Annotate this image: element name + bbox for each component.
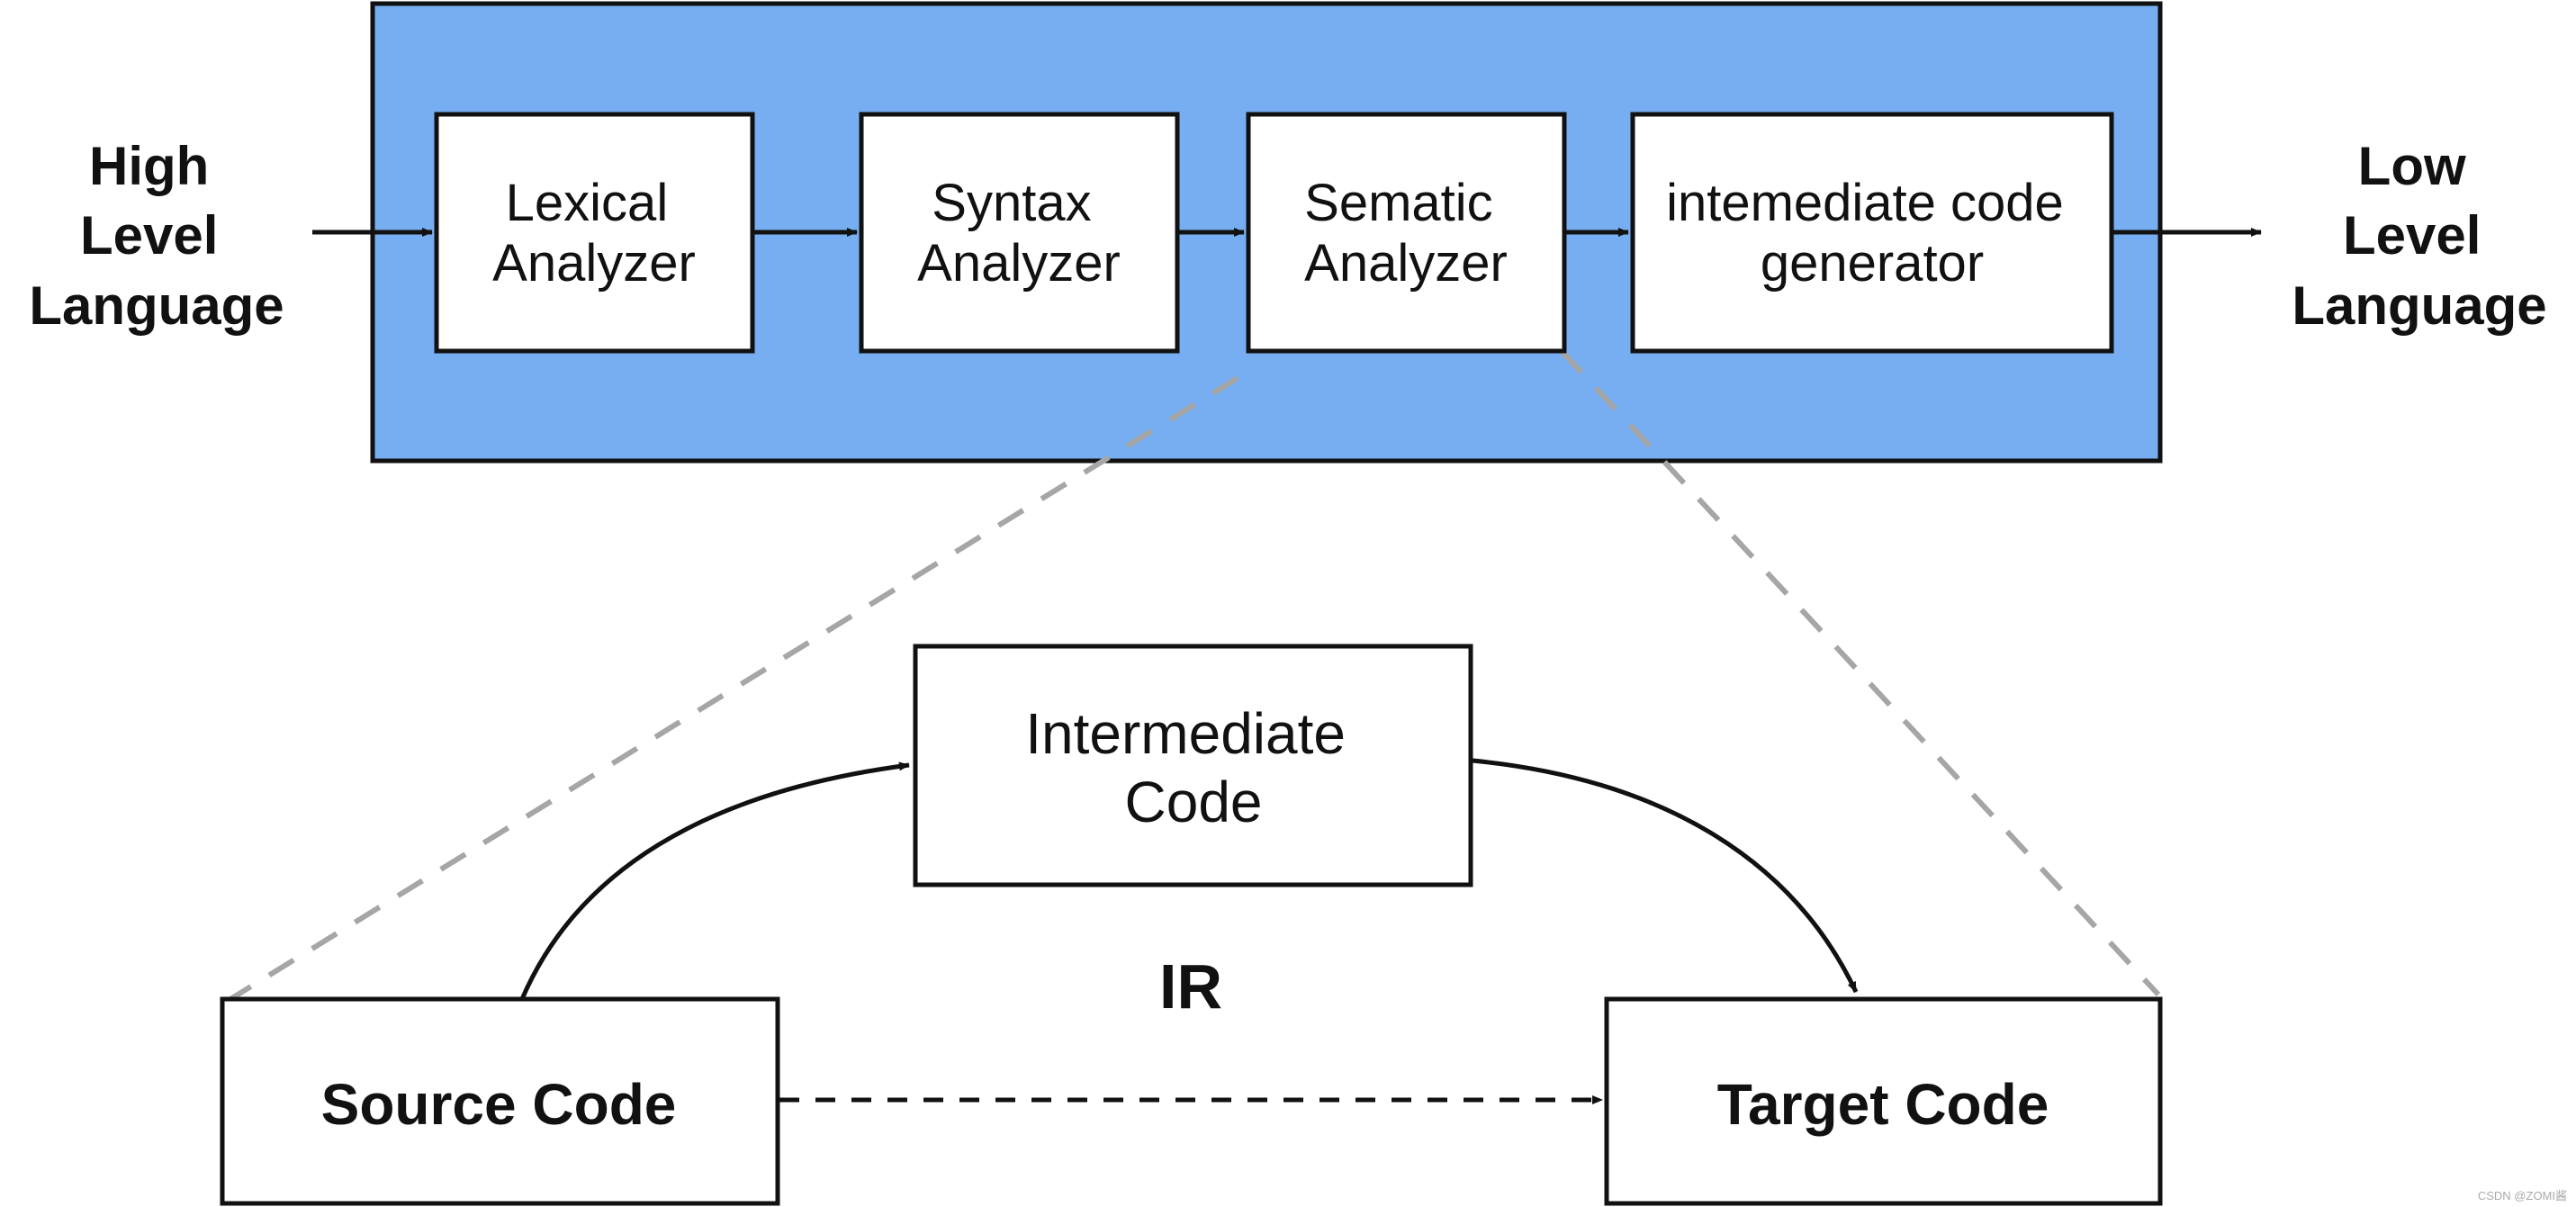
intermediate-code-box: [913, 644, 1473, 887]
svg-text:Intermediate Code: Intermediate Code: [1025, 701, 1362, 834]
intermediate-code-line: Code: [1125, 770, 1263, 834]
stage-box: [859, 112, 1180, 354]
stage-label-line: Lexical: [506, 174, 669, 232]
zoom-connector-right: [1559, 348, 2161, 997]
output-language-label: Low Level Language: [2292, 136, 2546, 336]
output-label-line: Low: [2358, 136, 2466, 196]
intermediate-code-line: Intermediate: [1025, 701, 1346, 766]
watermark: CSDN @ZOMI酱: [2478, 1189, 2567, 1202]
zoom-connector-left: [229, 375, 1239, 1002]
stage-label-line: Analyzer: [1304, 234, 1508, 293]
output-label-line: Level: [2343, 205, 2481, 266]
stage-intermediate-code-generator: intemediate code generator: [1630, 112, 2114, 354]
stage-label-line: Syntax: [932, 174, 1091, 232]
stage-label-line: Analyzer: [492, 234, 696, 293]
stage-syntax-analyzer: Syntax Analyzer: [859, 112, 1180, 354]
target-code-label: Target Code: [1717, 1072, 2049, 1137]
stage-box: [1630, 112, 2114, 354]
output-label-line: Language: [2292, 275, 2546, 336]
source-code-node: Source Code: [220, 996, 780, 1206]
source-code-label: Source Code: [321, 1072, 677, 1137]
stage-label-line: intemediate code: [1666, 174, 2064, 232]
input-label-line: Level: [80, 205, 218, 266]
ir-label: IR: [1159, 951, 1222, 1022]
stage-label-line: Analyzer: [917, 234, 1121, 293]
stage-box: [434, 112, 755, 354]
intermediate-code-node: Intermediate Code: [913, 644, 1473, 887]
source-code-box: [220, 996, 780, 1206]
arrow-source-to-intermediate: [519, 761, 910, 1000]
stage-box: [1246, 112, 1567, 354]
input-language-label: High Level Language: [29, 136, 284, 336]
stage-label-line: generator: [1761, 234, 1984, 293]
svg-text:intemediate code generat: intemediate code generator: [1666, 174, 2078, 293]
svg-text:Sematic Analyzer: Sematic Analyzer: [1304, 174, 1508, 293]
stage-label-line: Sematic: [1304, 174, 1493, 232]
input-label-line: Language: [29, 275, 284, 336]
stage-sematic-analyzer: Sematic Analyzer: [1246, 112, 1567, 354]
stage-lexical-analyzer: Lexical Analyzer: [434, 112, 755, 354]
svg-text:Lexical Analyzer: Lexical Analyzer: [492, 174, 696, 293]
input-label-line: High: [89, 136, 209, 196]
arrow-intermediate-to-target: [1472, 758, 1859, 994]
target-code-box: [1604, 996, 2163, 1206]
svg-text:Syntax Analyzer: Syntax Analyzer: [917, 174, 1121, 293]
target-code-node: Target Code: [1604, 996, 2163, 1206]
